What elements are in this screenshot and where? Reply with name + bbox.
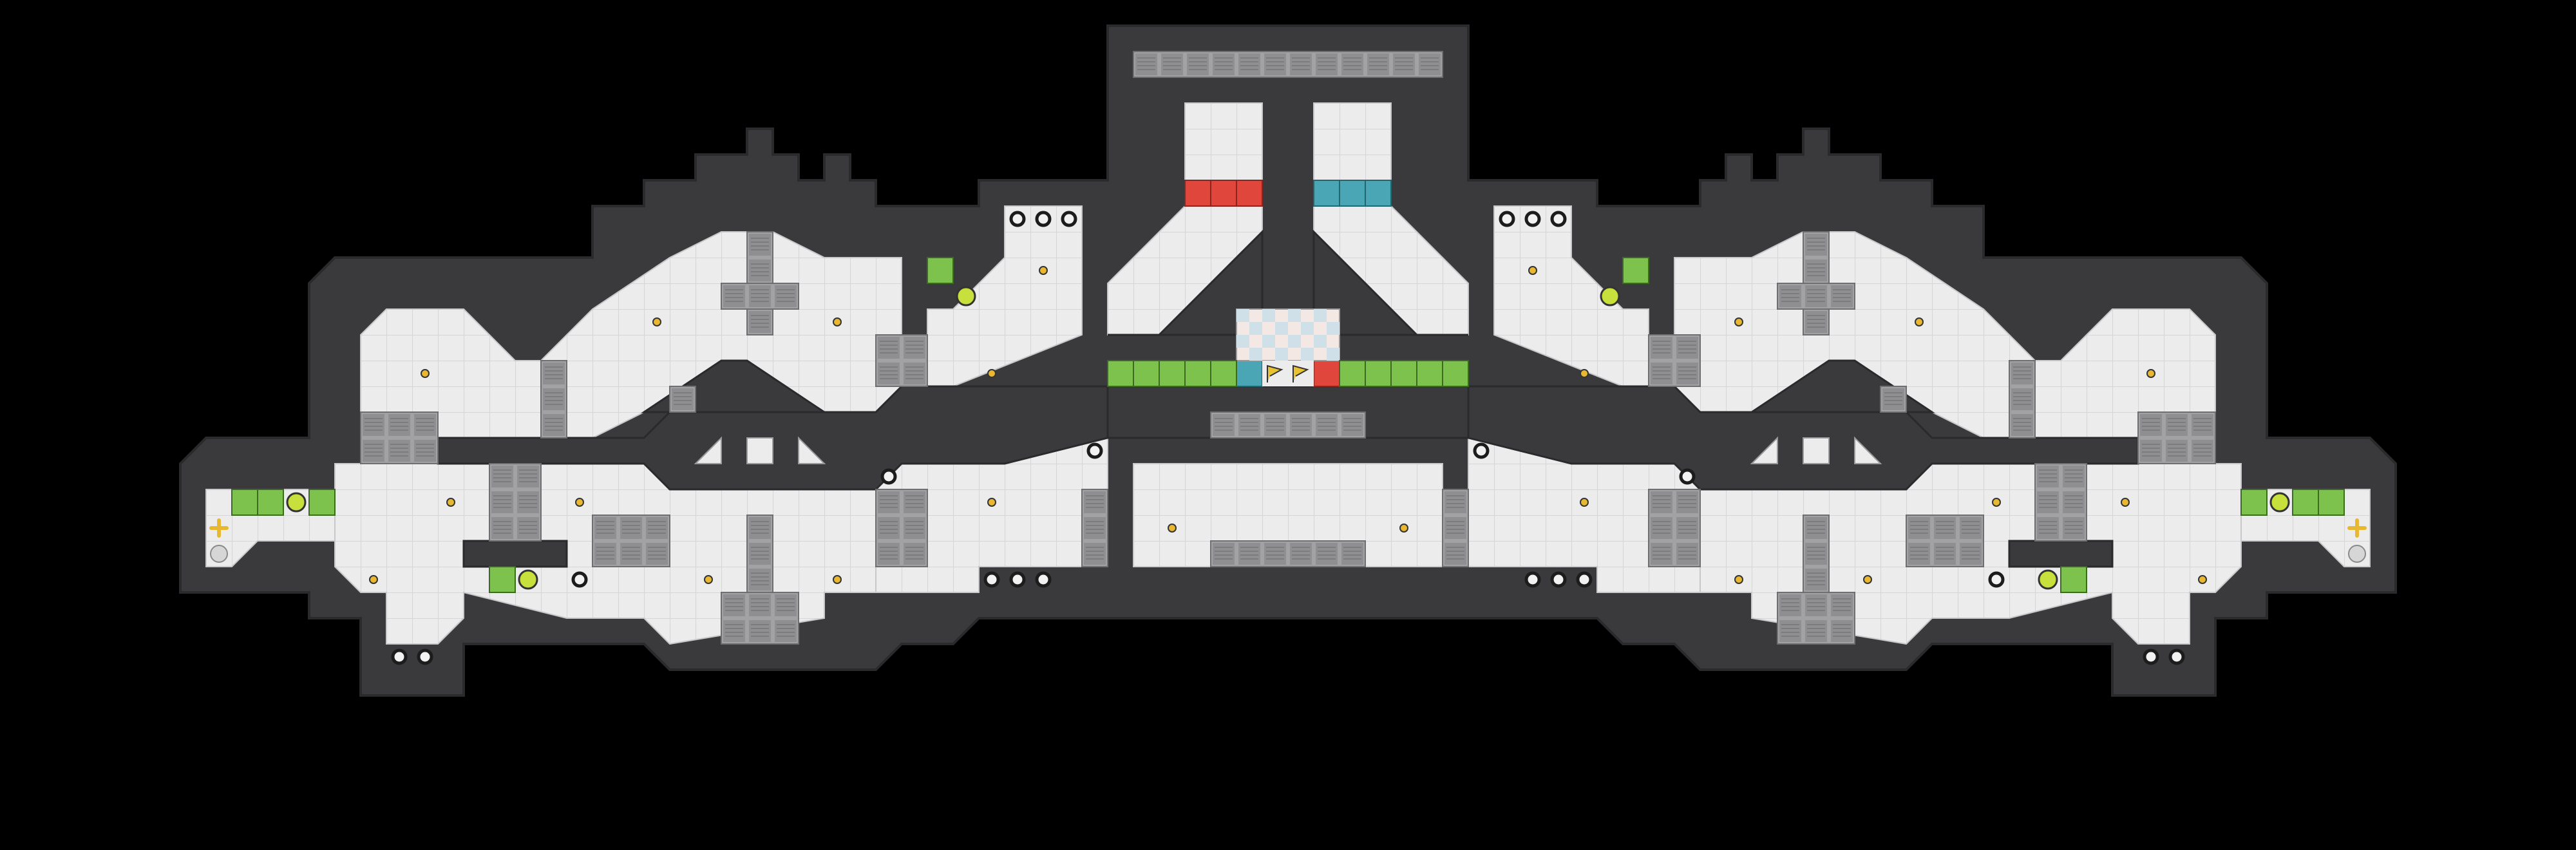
neutral-zone [1236,308,1340,361]
bomb-icon [391,211,2185,665]
blue-gate-icon [1236,180,1392,387]
token-icon [369,266,2207,584]
yellow-ball-icon [286,286,2290,590]
red-gate-icon [1184,180,1340,387]
boost-pad-icon [231,257,2345,593]
window-shapes [694,436,1882,464]
flag-icon [1262,361,1314,386]
spawn-icon [209,518,2367,563]
metal-grates [360,51,2216,645]
